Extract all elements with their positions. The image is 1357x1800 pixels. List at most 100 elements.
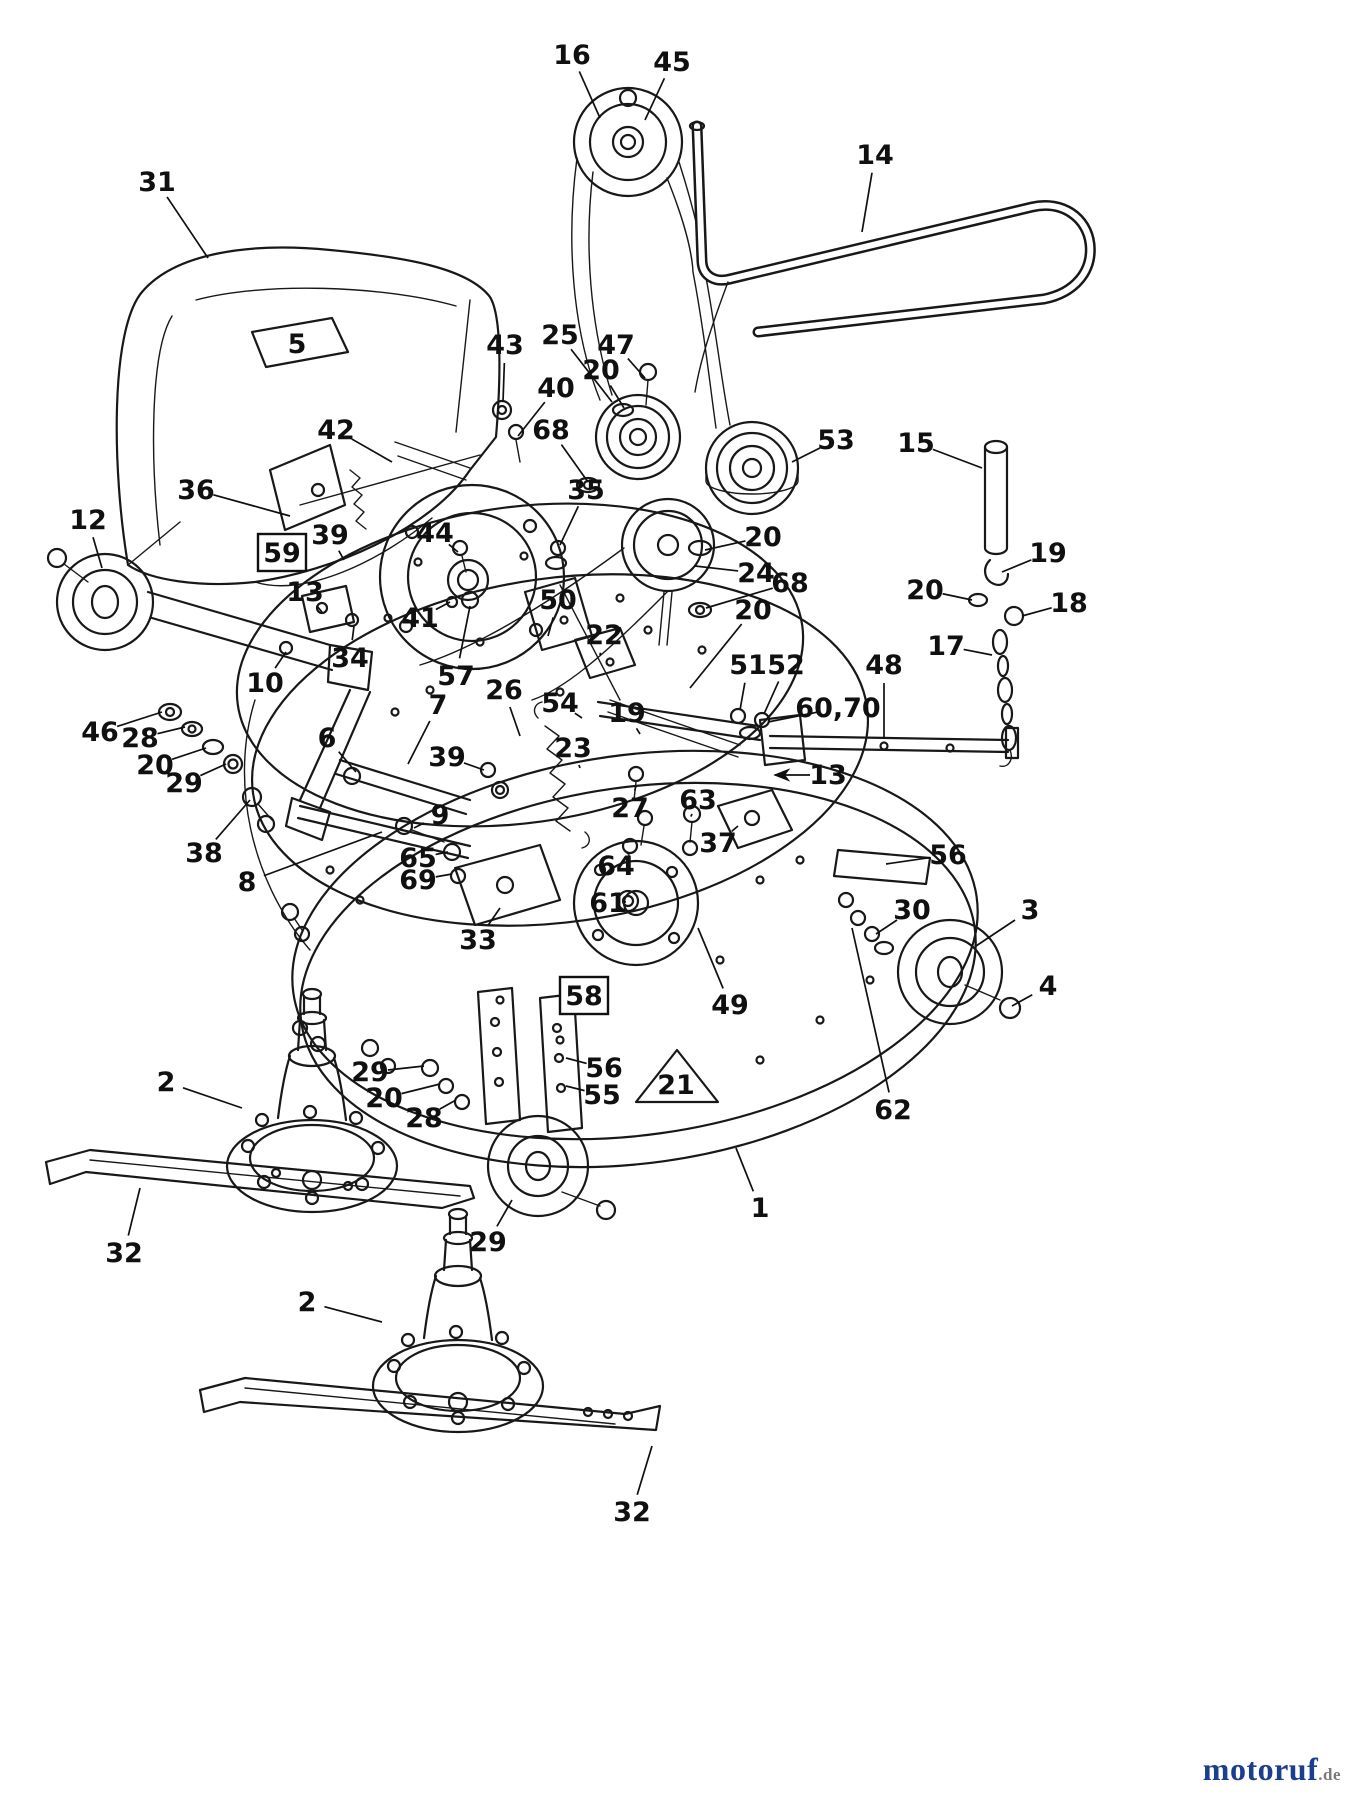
- callout-label: 13: [809, 760, 847, 791]
- callout-label: 59: [263, 538, 301, 569]
- callout-leader: [851, 927, 890, 1093]
- callout-label: 37: [699, 828, 737, 859]
- callout-label: 54: [541, 688, 579, 719]
- callout-leader: [92, 537, 103, 569]
- callout-leader: [636, 1445, 653, 1496]
- callout-label: 40: [537, 373, 575, 404]
- callout-label: 20: [734, 595, 772, 626]
- callout-leader: [458, 605, 471, 659]
- callout-label: 2: [157, 1067, 176, 1098]
- callout-label: 68: [532, 415, 570, 446]
- callout-leader: [1001, 559, 1032, 573]
- hardware: [157, 702, 932, 1111]
- callout-label: 38: [185, 838, 223, 869]
- callout-leader: [502, 362, 506, 403]
- callout-label: 65: [399, 843, 437, 874]
- watermark: motoruf.de: [1203, 1751, 1341, 1788]
- callout-leader: [200, 763, 227, 777]
- callout-label: 15: [897, 428, 935, 459]
- callout-label: 60,70: [795, 693, 880, 724]
- callout-leader: [338, 751, 357, 773]
- callout-label: 16: [553, 40, 591, 71]
- callout-leader: [387, 1065, 425, 1071]
- callout-label: 41: [401, 603, 439, 634]
- callout-leader: [517, 401, 546, 437]
- callout-label: 57: [437, 661, 475, 692]
- callout-leader: [463, 762, 485, 771]
- callout-leader: [763, 681, 780, 715]
- callout-leader: [875, 919, 898, 935]
- callout-label: 46: [81, 717, 119, 748]
- support-rod: [983, 439, 1009, 556]
- blade-lower: [198, 1376, 662, 1432]
- callout-leader: [570, 348, 613, 403]
- callout-leader: [963, 648, 993, 656]
- callout-label: 9: [431, 800, 450, 831]
- callout-leader: [547, 617, 555, 637]
- callout-leader: [351, 625, 355, 641]
- chain-assembly: [967, 558, 1025, 767]
- callout-label: 50: [539, 585, 577, 616]
- callout-leader: [697, 927, 724, 989]
- callout-label: 4: [1039, 971, 1058, 1002]
- callout-leader: [401, 1083, 441, 1095]
- callout-leader: [565, 1085, 585, 1092]
- callout-leader: [127, 1187, 141, 1236]
- callout-label: 69: [399, 865, 437, 896]
- callout-label: 51: [729, 650, 767, 681]
- callout-leader: [635, 727, 641, 735]
- lift-linkage: [296, 699, 1020, 860]
- callout-label: 24: [737, 558, 775, 589]
- watermark-brand: motoruf: [1202, 1751, 1319, 1787]
- callout-leader: [559, 505, 580, 546]
- callout-label: 58: [565, 981, 603, 1012]
- callout-label: 39: [428, 742, 466, 773]
- callout-label: 3: [1021, 895, 1040, 926]
- callout-label: 7: [429, 690, 448, 721]
- callout-label: 55: [583, 1080, 621, 1111]
- callout-leader: [324, 1305, 383, 1323]
- callout-leader: [574, 712, 583, 719]
- callout-label: 49: [711, 990, 749, 1021]
- callout-leader: [739, 682, 746, 711]
- callout-label: 20: [744, 522, 782, 553]
- callout-label: 30: [893, 895, 931, 926]
- callout-leader: [690, 813, 693, 817]
- callout-leader: [767, 710, 821, 723]
- callout-leader: [435, 601, 451, 611]
- callout-label: 8: [238, 867, 257, 898]
- deck-housing: [235, 483, 979, 1169]
- blade-upper: [44, 1148, 476, 1210]
- callout-label: 39: [311, 520, 349, 551]
- callout-label: 68: [771, 568, 809, 599]
- callout-leader: [213, 493, 291, 517]
- callout-label: 53: [817, 425, 855, 456]
- callout-leader: [975, 919, 1016, 947]
- callout-label: 56: [929, 840, 967, 871]
- callout-leader: [448, 543, 459, 553]
- callout-leader: [338, 550, 345, 561]
- callout-label: 1: [751, 1193, 770, 1224]
- callout-label: 47: [597, 330, 635, 361]
- callout-leader: [263, 831, 383, 877]
- callout-label: 20: [582, 355, 620, 386]
- callout-leader: [496, 1199, 513, 1227]
- left-gage-wheel: [46, 547, 374, 842]
- callout-label: 13: [286, 577, 324, 608]
- callout-label: 56: [585, 1053, 623, 1084]
- callout-label: 10: [246, 668, 284, 699]
- callout-leader: [274, 651, 287, 669]
- callout-leader: [487, 907, 501, 926]
- callout-label: 19: [608, 698, 646, 729]
- right-gage-wheel: [896, 918, 1022, 1026]
- callout-leader: [735, 1147, 755, 1192]
- callout-leader: [560, 444, 589, 483]
- callout-leader: [694, 565, 739, 572]
- callout-leader: [633, 785, 637, 791]
- callout-label: 28: [121, 723, 159, 754]
- callout-label: 32: [613, 1497, 651, 1528]
- callout-label: 29: [351, 1057, 389, 1088]
- callout-label: 21: [657, 1070, 695, 1101]
- callout-label: 36: [177, 475, 215, 506]
